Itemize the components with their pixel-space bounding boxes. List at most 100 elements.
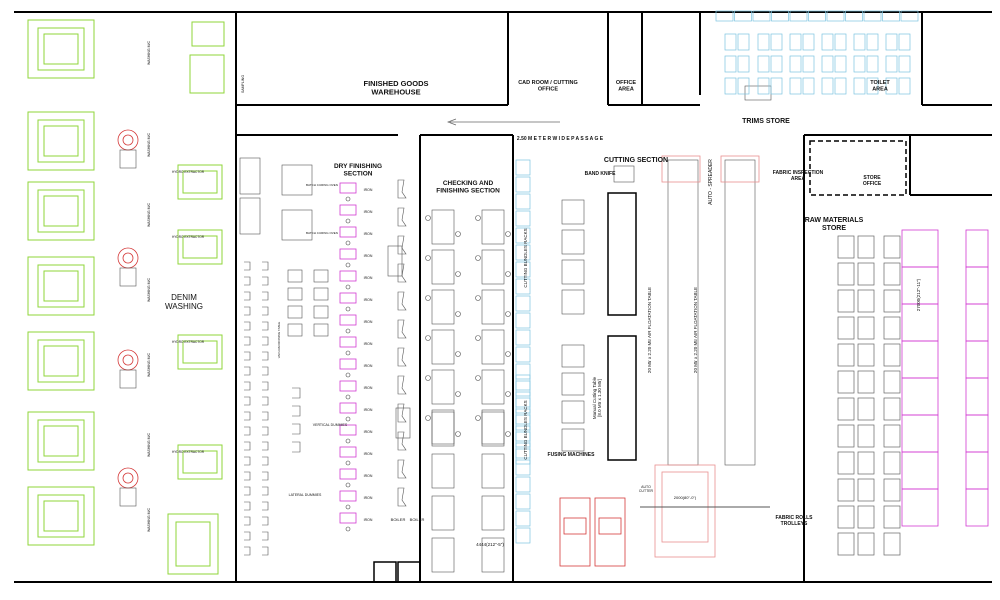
topper-machine <box>239 157 261 195</box>
bundle-rack <box>515 346 531 363</box>
fusing-machine-1 <box>559 497 591 567</box>
trims-bin <box>789 33 802 51</box>
trims-rack <box>845 10 863 22</box>
trims-bin <box>789 77 802 95</box>
label-air-table-1: 20 Mtr x 2.20 Mtr AIR FLOATATION TABLE <box>647 287 652 373</box>
lateral-dummy <box>292 423 301 435</box>
washing-machine <box>27 256 95 316</box>
checking-table <box>431 249 455 285</box>
trims-bin <box>757 55 770 73</box>
vertical-dummy <box>262 486 269 496</box>
iron-station <box>339 204 357 216</box>
raw-material-bay <box>965 266 989 305</box>
hydro-extractor <box>177 229 223 265</box>
fabric-roll-rack <box>837 532 855 556</box>
label-batch-curing: BATCH CURING OVEN <box>306 183 338 187</box>
iron-station <box>339 226 357 238</box>
iron-dummy <box>397 459 407 479</box>
fabric-roll-rack <box>883 370 901 394</box>
vertical-dummy <box>244 441 251 451</box>
label-boiler-1: BOILER <box>391 517 406 522</box>
label-iron: IRON <box>364 320 373 324</box>
vertical-dummy <box>262 456 269 466</box>
vacuum-ironing-table <box>287 287 303 301</box>
bundling-table <box>561 400 585 424</box>
iron-dummy <box>397 319 407 339</box>
trims-bin <box>898 55 911 73</box>
bundle-rack <box>515 278 531 295</box>
vacuum-ironing-table <box>287 269 303 283</box>
raw-material-bay <box>901 488 939 527</box>
fabric-roll-rack <box>883 505 901 529</box>
fabric-roll-rack <box>837 370 855 394</box>
checking-table <box>481 409 505 445</box>
label-iron: IRON <box>364 364 373 368</box>
label-iron: IRON <box>364 276 373 280</box>
label-vertical-dummies: VERTICAL DUMMIES <box>313 423 348 427</box>
manual-cutting-table-1 <box>607 192 637 316</box>
bundling-table <box>561 199 585 225</box>
bundle-rack <box>515 193 531 210</box>
label-iron: IRON <box>364 386 373 390</box>
bundle-rack <box>515 425 531 442</box>
label-air-table-2: 20 Mtr x 2.20 Mtr AIR FLOATATION TABLE <box>693 287 698 373</box>
fabric-roll-rack <box>837 235 855 259</box>
iron-dummy <box>397 291 407 311</box>
raw-material-bay <box>901 377 939 416</box>
iron-station <box>339 314 357 326</box>
iron-station <box>339 248 357 260</box>
vertical-dummy <box>262 411 269 421</box>
vertical-dummy <box>262 261 269 271</box>
label-iron: IRON <box>364 430 373 434</box>
iron-dummy <box>397 347 407 367</box>
washer-unit-ring <box>117 129 139 151</box>
checking-finishing-area <box>425 209 511 573</box>
iron-station <box>339 424 357 436</box>
label-washing-machine: WASHING M/C <box>147 353 151 377</box>
trims-bin <box>834 77 847 95</box>
fabric-roll-rack <box>883 424 901 448</box>
vertical-dummy <box>244 336 251 346</box>
fabric-roll-rack <box>857 262 875 286</box>
label-lateral-dummies: LATERAL DUMMIES <box>289 493 322 497</box>
band-knife-machine <box>613 165 635 183</box>
vertical-dummy <box>244 291 251 301</box>
fusing-machine-2 <box>594 497 626 567</box>
iron-dummy <box>397 431 407 451</box>
washing-machine <box>27 19 95 79</box>
manual-cutting-table-2 <box>607 335 637 461</box>
trims-bin <box>898 33 911 51</box>
raw-material-bay <box>965 303 989 342</box>
trims-bin <box>821 33 834 51</box>
vertical-dummy <box>244 516 251 526</box>
fabric-roll-rack <box>857 343 875 367</box>
bundle-rack <box>515 244 531 261</box>
bundling-table <box>561 259 585 285</box>
label-hydro-extractor: HYDRO EXTRACTOR <box>172 340 205 344</box>
label-auto-spreader: AUTO - SPREADER <box>708 159 714 205</box>
trims-bin <box>724 77 737 95</box>
label-iron: IRON <box>364 452 373 456</box>
trims-rack <box>882 10 900 22</box>
vertical-dummy <box>244 531 251 541</box>
spreader-head-1 <box>661 155 701 183</box>
trims-bin <box>737 77 750 95</box>
trims-rack <box>771 10 789 22</box>
trims-bin <box>737 33 750 51</box>
label-iron: IRON <box>364 188 373 192</box>
label-iron: IRON <box>364 496 373 500</box>
fabric-roll-rack <box>837 289 855 313</box>
checking-table <box>481 495 505 531</box>
raw-material-bay <box>901 414 939 453</box>
bundle-rack <box>515 210 531 227</box>
small-washer <box>191 21 225 47</box>
fabric-roll-rack <box>837 505 855 529</box>
trims-bin <box>770 33 783 51</box>
fabric-roll-rack <box>837 397 855 421</box>
fabric-roll-rack <box>837 478 855 502</box>
